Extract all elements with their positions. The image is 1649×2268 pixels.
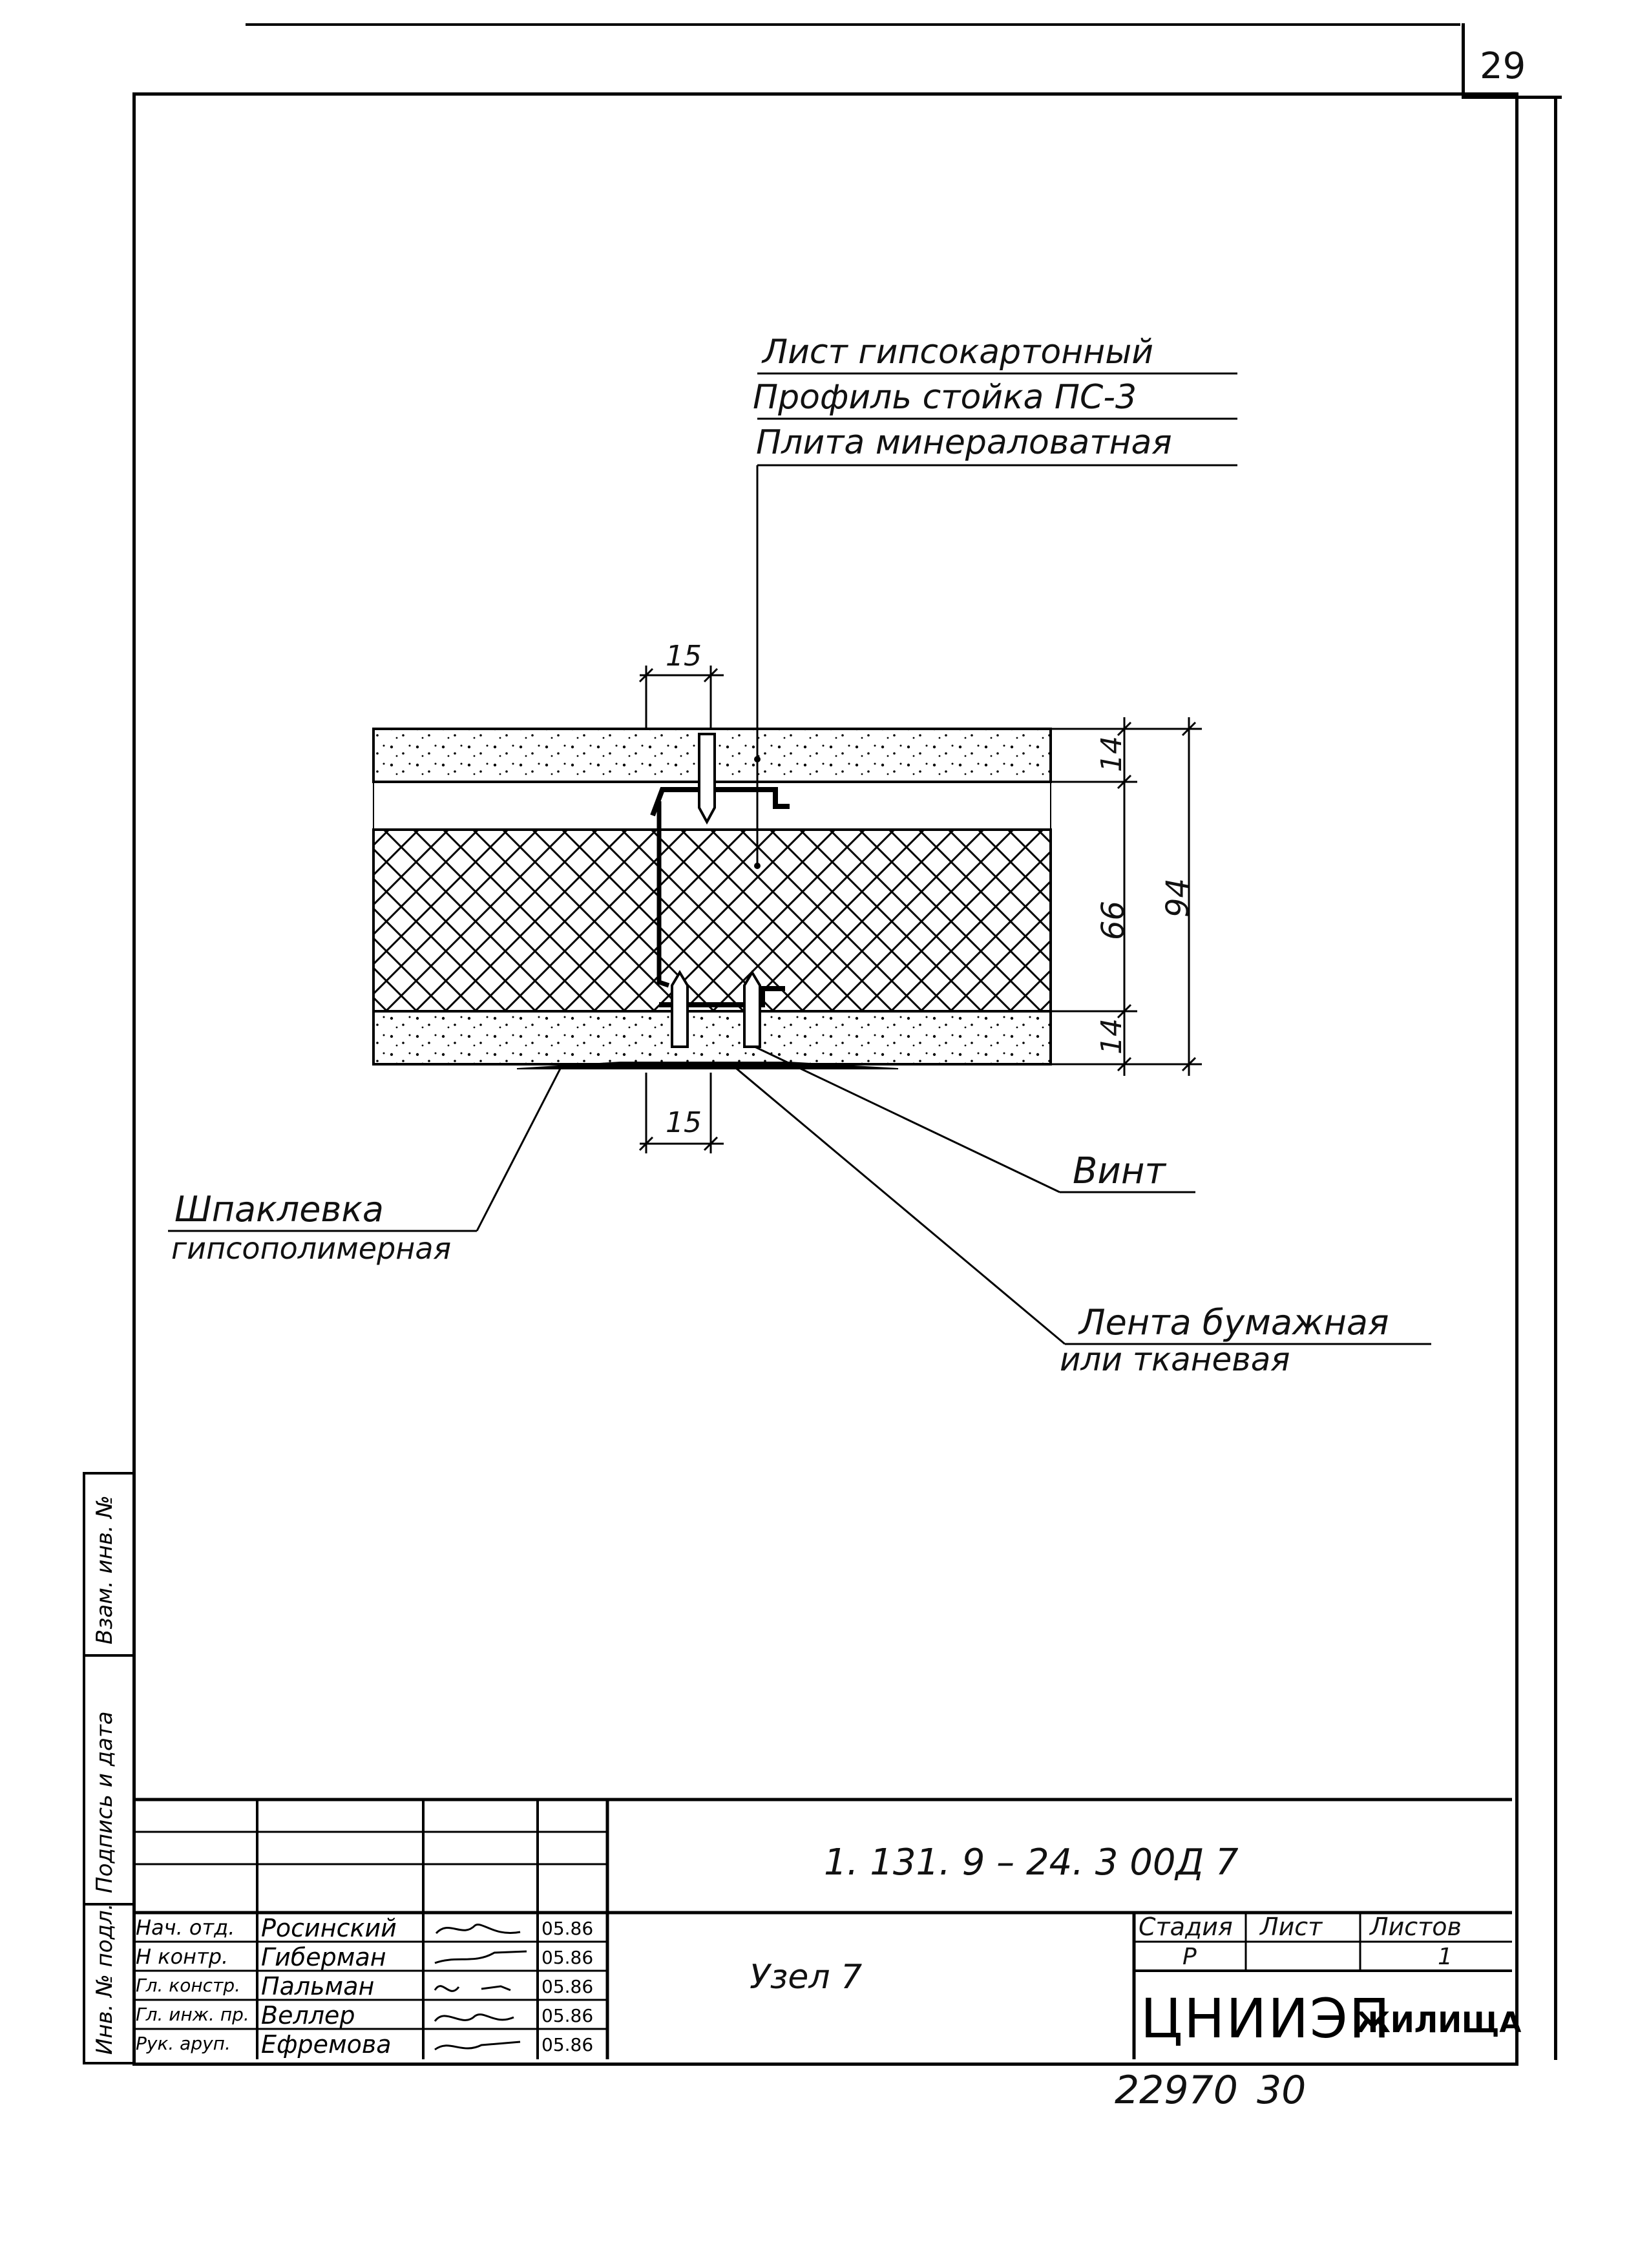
sheets-value: 1 bbox=[1438, 1944, 1453, 1970]
label-tape-line2: или тканевая bbox=[1060, 1341, 1290, 1378]
dim-bottom-gap: 15 bbox=[666, 1106, 702, 1139]
label-profile: Профиль стойка ПС-3 bbox=[753, 378, 1137, 417]
row-4-name: Веллер bbox=[261, 2001, 355, 2030]
row-4-role: Гл. инж. пр. bbox=[136, 2004, 249, 2025]
row-2-role: Н контр. bbox=[136, 1944, 229, 1969]
side-stamp-divider-2 bbox=[83, 1903, 132, 1906]
dim-core: 66 bbox=[1095, 900, 1131, 940]
organization-suffix: ЖИЛИЩА bbox=[1356, 2006, 1522, 2039]
row-1-name: Росинский bbox=[261, 1914, 397, 1942]
profile-ps3 bbox=[650, 787, 790, 817]
row-3-name: Пальман bbox=[261, 1972, 375, 2000]
label-gypsum-sheet: Лист гипсокартонный bbox=[762, 333, 1154, 372]
label-putty-line2: гипсополимерная bbox=[171, 1231, 452, 1266]
row-3-role: Гл. констр. bbox=[136, 1975, 241, 1996]
drawing-frame bbox=[132, 92, 1518, 2066]
side-stamp bbox=[83, 1472, 135, 2064]
row-5-name: Ефремова bbox=[261, 2030, 392, 2059]
row-1-role: Нач. отд. bbox=[136, 1915, 235, 1940]
dim-total: 94 bbox=[1160, 877, 1196, 918]
row-4-date: 05.86 bbox=[541, 2005, 594, 2026]
stage-header: Стадия bbox=[1139, 1913, 1233, 1941]
label-tape-line1: Лента бумажная bbox=[1079, 1302, 1389, 1343]
drawing-title: Узел 7 bbox=[750, 1958, 863, 1997]
dim-top-layer: 14 bbox=[1095, 736, 1128, 772]
signatures bbox=[434, 1924, 527, 2051]
sheets-header: Листов bbox=[1370, 1913, 1462, 1941]
page-number-box bbox=[1462, 23, 1562, 99]
inventory-number: 22970 bbox=[1115, 2068, 1238, 2113]
bottom-screw-1 bbox=[671, 970, 689, 1048]
label-mineral-wool: Плита минераловатная bbox=[756, 423, 1172, 462]
row-5-date: 05.86 bbox=[541, 2034, 594, 2055]
dim-bottom-layer: 14 bbox=[1095, 1018, 1128, 1055]
organization-name: ЦНИИЭП bbox=[1140, 1987, 1391, 2050]
top-screw bbox=[698, 733, 716, 825]
label-screw: Винт bbox=[1073, 1150, 1166, 1192]
bottom-screw-2 bbox=[743, 970, 761, 1048]
sheet-header: Лист bbox=[1260, 1913, 1323, 1941]
row-2-name: Гиберман bbox=[261, 1943, 386, 1971]
row-2-date: 05.86 bbox=[541, 1947, 594, 1968]
label-putty-line1: Шпаклевка bbox=[174, 1189, 384, 1230]
document-code: 1. 131. 9 – 24. 3 00Д 7 bbox=[824, 1842, 1239, 1884]
right-margin-line bbox=[1554, 96, 1557, 2060]
row-5-role: Рук. apуп. bbox=[136, 2033, 231, 2054]
stage-value: Р bbox=[1182, 1944, 1197, 1970]
row-1-date: 05.86 bbox=[541, 1918, 594, 1939]
mineral-wool-core bbox=[372, 828, 1052, 1013]
side-stamp-divider-1 bbox=[83, 1654, 132, 1657]
dim-top-gap: 15 bbox=[666, 640, 702, 673]
bottom-gypsum-sheet bbox=[372, 1010, 1052, 1066]
top-edge-line bbox=[246, 23, 1460, 26]
page-number: 29 bbox=[1480, 45, 1526, 87]
row-3-date: 05.86 bbox=[541, 1976, 594, 1997]
sheet-format: 30 bbox=[1257, 2068, 1307, 2113]
